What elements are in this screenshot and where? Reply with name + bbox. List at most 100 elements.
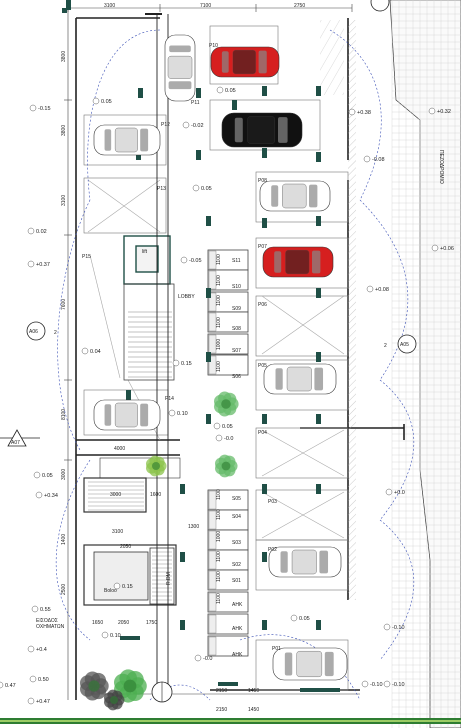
level-marker-text: 0.10 xyxy=(177,411,188,417)
storage-label: S03 xyxy=(232,540,241,546)
svg-text:3000: 3000 xyxy=(61,469,67,480)
level-marker-text: -0.0 xyxy=(203,656,212,662)
level-marker-text: 0.10 xyxy=(110,633,121,639)
stair-dimension: 3000 xyxy=(110,492,121,498)
parking-labels: P10P11P12P13P08P07P06P05P04P03P02P01P14P… xyxy=(82,43,281,652)
storage-dim: 1000 xyxy=(216,339,222,350)
svg-text:A07: A07 xyxy=(11,440,20,446)
storage-label: S08 xyxy=(232,326,241,332)
street-label: ΠΕΖΟΔΡΟΜΙΟ xyxy=(438,150,444,184)
north-marker xyxy=(151,0,390,703)
level-marker-text: 0.05 xyxy=(222,424,233,430)
parking-label: P13 xyxy=(157,186,166,192)
parking-label: P05 xyxy=(258,363,267,369)
level-marker-text: +0.37 xyxy=(36,262,50,268)
car xyxy=(262,246,334,278)
svg-text:2: 2 xyxy=(54,330,57,336)
storage-dim: 1000 xyxy=(216,531,222,542)
parking-bays xyxy=(83,25,349,691)
svg-text:8100: 8100 xyxy=(61,409,67,420)
level-marker-text: -0.0 xyxy=(224,436,233,442)
tree-icon xyxy=(213,391,239,417)
lower-stair-steps xyxy=(88,481,172,601)
level-marker-text: 0.47 xyxy=(5,683,16,689)
storage-labels: S11S10S09S08S07S06S05S04S03S02S01AHKAHKA… xyxy=(216,254,243,658)
trees xyxy=(79,391,239,711)
level-marker-text: 0.05 xyxy=(201,186,212,192)
stair-lift-core xyxy=(123,235,175,381)
car xyxy=(259,180,331,212)
parking-label: P14 xyxy=(165,396,174,402)
storage-label: S06 xyxy=(232,374,241,380)
svg-text:2150: 2150 xyxy=(216,688,227,694)
dimension-text-top: 3100 7100 2750 xyxy=(104,3,305,9)
level-marker-text: 0.04 xyxy=(90,349,101,355)
svg-text:2750: 2750 xyxy=(294,3,305,9)
svg-text:A06: A06 xyxy=(29,329,38,335)
parking-label: P03 xyxy=(268,499,277,505)
hatched-wall-right xyxy=(348,20,356,600)
storage-label: S02 xyxy=(232,562,241,568)
level-marker-text: -0.05 xyxy=(189,258,202,264)
storage-label: AHK xyxy=(232,652,243,658)
storage-dim: 1100 xyxy=(216,254,222,265)
level-marker-text: -0.02 xyxy=(191,123,204,129)
svg-text:7100: 7100 xyxy=(200,3,211,9)
rdm-label: R.DM xyxy=(166,572,172,585)
booth-label: Boloo xyxy=(104,588,117,594)
level-marker-text: 0.05 xyxy=(101,99,112,105)
svg-text:7600: 7600 xyxy=(61,299,67,310)
storage-label: S05 xyxy=(232,496,241,502)
svg-text:1400: 1400 xyxy=(61,534,67,545)
storage-label: AHK xyxy=(232,626,243,632)
section-markers: A06 2 A05 2 A07 xyxy=(7,321,417,447)
storage-label: AHK xyxy=(232,602,243,608)
car xyxy=(93,124,161,156)
svg-text:A05: A05 xyxy=(400,342,409,348)
storage-dim: 1100 xyxy=(216,275,222,286)
level-marker-text: -0.10 xyxy=(370,682,383,688)
level-marker-text: 0.15 xyxy=(122,584,133,590)
storage-dim: 1100 xyxy=(216,509,222,520)
level-marker-text: +0.0 xyxy=(394,490,405,496)
level-marker-text: +0.38 xyxy=(357,110,371,116)
level-marker-text: 0.15 xyxy=(181,361,192,367)
parking-label: P02 xyxy=(268,547,277,553)
section-marker-a06 xyxy=(26,321,46,341)
car xyxy=(164,34,196,102)
svg-text:2150: 2150 xyxy=(216,707,227,713)
svg-text:3100: 3100 xyxy=(61,195,67,206)
parking-label: P15 xyxy=(82,254,91,260)
level-marker-text: +0.32 xyxy=(437,109,451,115)
level-marker-text: +0.06 xyxy=(440,246,454,252)
car xyxy=(221,112,303,148)
car xyxy=(210,46,280,78)
sidewalk-grid xyxy=(389,0,461,728)
stair-steps xyxy=(128,311,172,378)
level-marker-text: -0.10 xyxy=(392,682,405,688)
parking-label: P07 xyxy=(258,244,267,250)
tree-icon xyxy=(79,671,109,701)
storage-dim: 1100 xyxy=(216,571,222,582)
storage-label: S09 xyxy=(232,306,241,312)
structural-columns xyxy=(62,0,340,692)
stair-dimension: 2050 xyxy=(120,544,131,550)
level-marker-text: 0.50 xyxy=(38,677,49,683)
dimension-text-bottom: 1650 2050 1750 2150 1450 2150 1450 xyxy=(92,620,259,713)
level-marker-text: +0.08 xyxy=(375,287,389,293)
parking-label: P11 xyxy=(191,100,200,106)
section-marker-a07 xyxy=(7,429,27,447)
level-marker-text: 0.02 xyxy=(36,229,47,235)
svg-text:2500: 2500 xyxy=(61,584,67,595)
stair-dimension: 4000 xyxy=(114,446,125,452)
storage-label: S04 xyxy=(232,514,241,520)
level-marker-text: 0.05 xyxy=(225,88,236,94)
lobby-label: LOBBY xyxy=(178,294,195,300)
storage-label: S10 xyxy=(232,284,241,290)
level-marker-text: +0.47 xyxy=(36,699,50,705)
storage-dim: 1100 xyxy=(216,361,222,372)
parking-label: P12 xyxy=(161,122,170,128)
section-marker-a05 xyxy=(397,334,417,354)
